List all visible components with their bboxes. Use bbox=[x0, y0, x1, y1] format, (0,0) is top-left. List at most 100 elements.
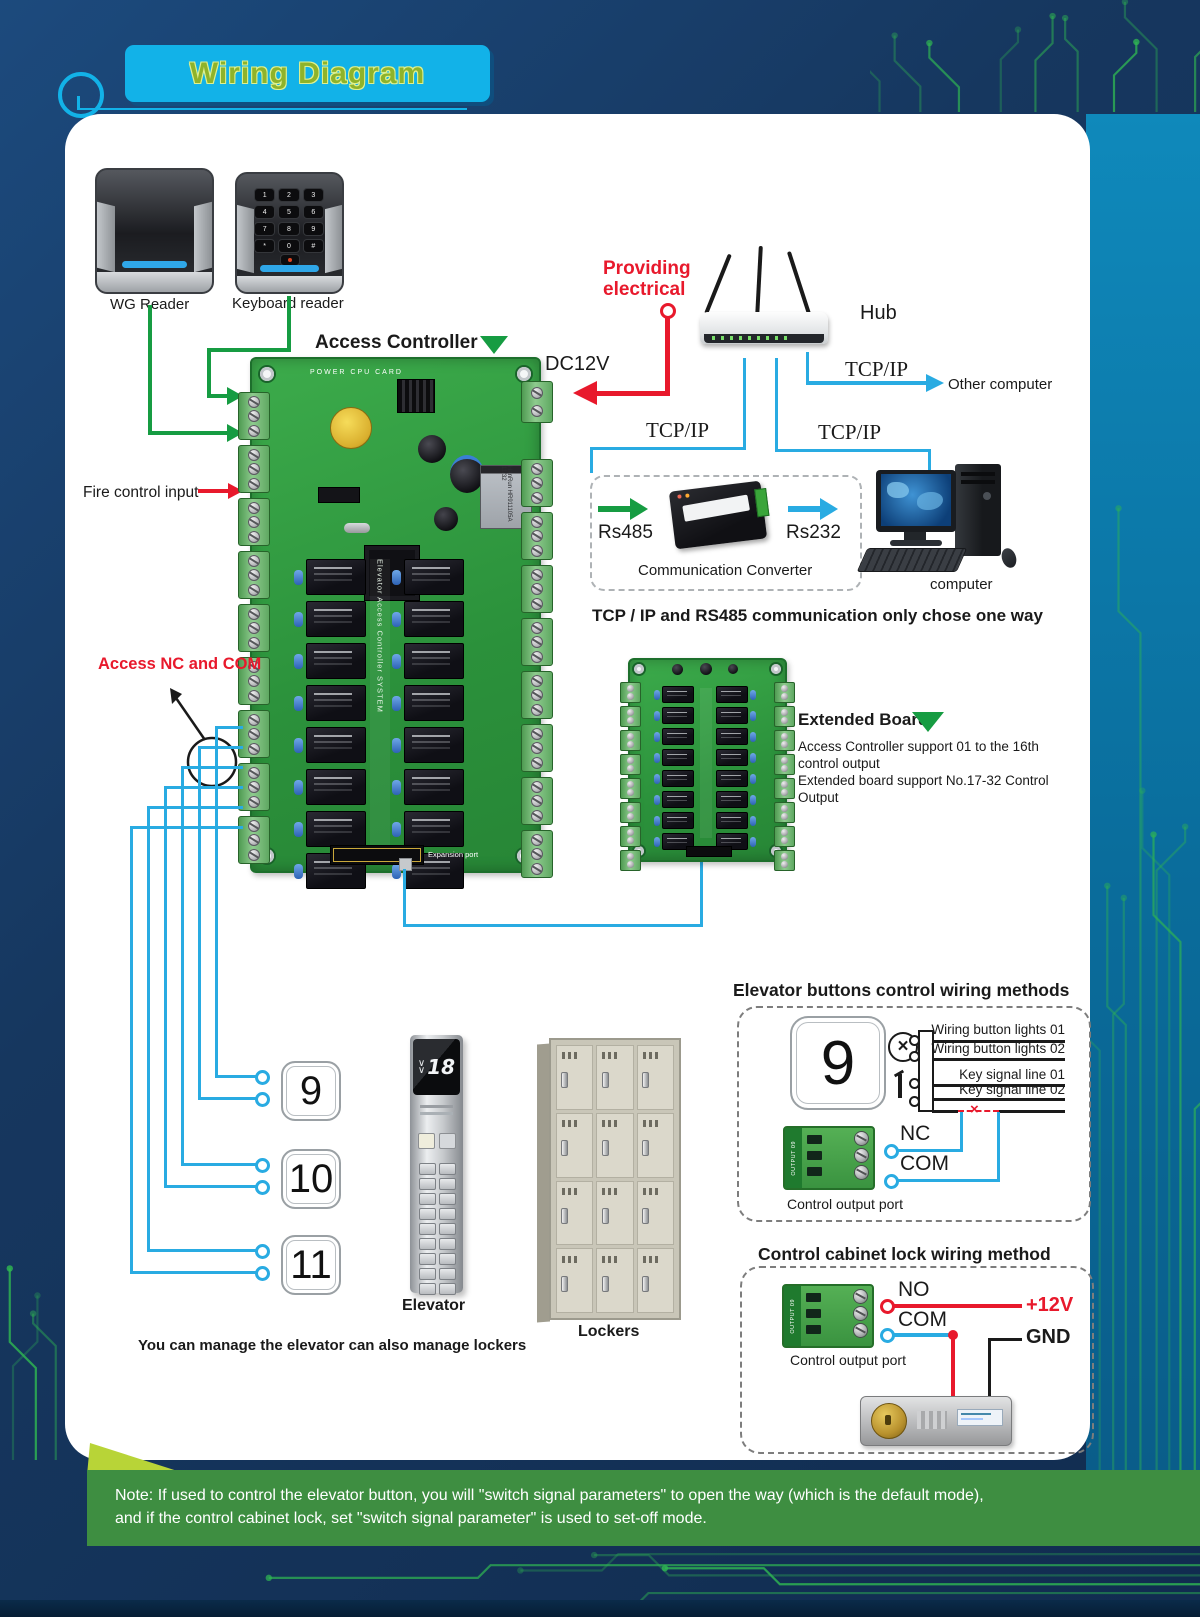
terminal-block bbox=[620, 706, 641, 727]
keypad-key: 7 bbox=[254, 222, 276, 236]
elevator-key bbox=[419, 1268, 436, 1280]
terminal-block bbox=[521, 830, 553, 878]
com-label: COM bbox=[900, 1152, 949, 1175]
elevator-key bbox=[439, 1193, 456, 1205]
title-connector-line bbox=[77, 96, 80, 110]
elevator-key bbox=[419, 1193, 436, 1205]
locker-door bbox=[556, 1248, 594, 1313]
circuit-traces bbox=[870, 0, 1200, 112]
relay bbox=[716, 812, 756, 829]
board-center-text: Elevator Access Controller SYSTEM bbox=[375, 559, 385, 713]
bottom-edge-strip bbox=[0, 1600, 1200, 1617]
title-circle-icon bbox=[58, 72, 104, 118]
locker-door bbox=[556, 1045, 594, 1110]
wiring-line-label-2: Wiring button lights 02 bbox=[931, 1041, 1065, 1056]
keypad-key: 5 bbox=[278, 205, 300, 219]
relay bbox=[654, 833, 694, 850]
wg-reader-label: WG Reader bbox=[110, 296, 190, 313]
choose-one-way-note: TCP / IP and RS485 communication only ch… bbox=[592, 606, 1043, 625]
extended-board-label: Extended Board bbox=[798, 710, 929, 729]
computer-tower bbox=[955, 464, 1001, 556]
hub-label: Hub bbox=[860, 302, 897, 324]
extended-board-pointer-icon bbox=[912, 712, 944, 735]
terminal-block bbox=[774, 730, 795, 751]
relay bbox=[716, 749, 756, 766]
terminal-block bbox=[521, 565, 553, 613]
access-controller-board: POWER CPU CARD HanRun HR911105A 11/32 El… bbox=[238, 357, 553, 889]
control-output-port-1: OUTPUT 09 bbox=[783, 1126, 875, 1190]
locker-door bbox=[596, 1112, 634, 1178]
relay bbox=[654, 791, 694, 808]
terminal-block bbox=[238, 604, 270, 652]
keypad-key: 3 bbox=[302, 188, 324, 202]
relay bbox=[716, 686, 756, 703]
elevator-key bbox=[439, 1253, 456, 1265]
ext-center-strip bbox=[700, 688, 712, 838]
door-close-button bbox=[439, 1133, 456, 1149]
reader-led bbox=[260, 265, 319, 272]
elevator-key bbox=[439, 1208, 456, 1220]
terminal-block bbox=[238, 445, 270, 493]
down-chevrons-icon: ∨∨ bbox=[417, 1058, 426, 1076]
button-wiring-title: Elevator buttons control wiring methods bbox=[733, 980, 1070, 1000]
computer-monitor bbox=[876, 470, 956, 532]
right-terminal-column bbox=[521, 459, 553, 883]
cabinet-lock-image bbox=[860, 1396, 1012, 1446]
relay bbox=[716, 728, 756, 745]
floor-display: 18 bbox=[427, 1055, 456, 1079]
elevator-key bbox=[419, 1223, 436, 1235]
relay bbox=[654, 707, 694, 724]
manage-caption: You can manage the elevator can also man… bbox=[138, 1337, 527, 1354]
big-button-digit: 9 bbox=[820, 1028, 856, 1098]
tcpip-label-top: TCP/IP bbox=[845, 357, 909, 381]
floor-button-10: 10 bbox=[281, 1149, 341, 1209]
relay bbox=[294, 685, 366, 721]
terminal-block bbox=[774, 802, 795, 823]
terminal-block bbox=[238, 551, 270, 599]
capacitor bbox=[418, 435, 446, 463]
circuit-traces bbox=[6, 1265, 57, 1460]
locker-door bbox=[556, 1112, 594, 1178]
elevator-key-grid bbox=[419, 1163, 456, 1295]
terminal-block bbox=[238, 392, 270, 440]
plus12v-label: +12V bbox=[1026, 1294, 1074, 1316]
ext-relay-column-right bbox=[716, 686, 756, 854]
elevator-key bbox=[439, 1178, 456, 1190]
capacitor bbox=[434, 507, 458, 531]
elevator-key bbox=[419, 1253, 436, 1265]
no-label: NO bbox=[898, 1278, 930, 1301]
computer-keyboard bbox=[856, 548, 968, 572]
terminal-block bbox=[521, 777, 553, 825]
floor-button-9: 9 bbox=[281, 1061, 341, 1121]
note-line-1: Note: If used to control the elevator bu… bbox=[115, 1487, 984, 1504]
relay bbox=[654, 686, 694, 703]
note-banner: Note: If used to control the elevator bu… bbox=[87, 1470, 1200, 1546]
relay bbox=[294, 811, 366, 847]
page-title: Wiring Diagram bbox=[189, 56, 426, 90]
locker-door bbox=[596, 1180, 634, 1246]
elevator-key bbox=[419, 1208, 436, 1220]
access-nc-com-label: Access NC and COM bbox=[98, 655, 262, 673]
board-top-text: POWER CPU CARD bbox=[310, 369, 403, 376]
relay bbox=[392, 559, 464, 595]
extended-desc-1: Access Controller support 01 to the 16th… bbox=[798, 739, 1039, 771]
bell-icon bbox=[288, 258, 292, 262]
locker-door bbox=[636, 1248, 674, 1313]
wiring-line-label-1: Wiring button lights 01 bbox=[931, 1022, 1065, 1037]
terminal-block bbox=[774, 682, 795, 703]
elevator-key bbox=[419, 1283, 436, 1295]
terminal-block bbox=[774, 778, 795, 799]
converter-frame bbox=[590, 475, 862, 591]
access-controller-label: Access Controller bbox=[315, 332, 478, 353]
terminal-block bbox=[620, 682, 641, 703]
control-output-port-label-1: Control output port bbox=[787, 1196, 903, 1212]
floor-button-11: 11 bbox=[281, 1235, 341, 1295]
big-floor-button: 9 bbox=[790, 1016, 886, 1110]
cabinet-wiring-title: Control cabinet lock wiring method bbox=[758, 1244, 1051, 1264]
relay bbox=[392, 769, 464, 805]
extended-board bbox=[620, 658, 795, 871]
relay bbox=[716, 791, 756, 808]
elevator-label: Elevator bbox=[402, 1297, 466, 1314]
rs232-label: Rs232 bbox=[786, 522, 841, 543]
